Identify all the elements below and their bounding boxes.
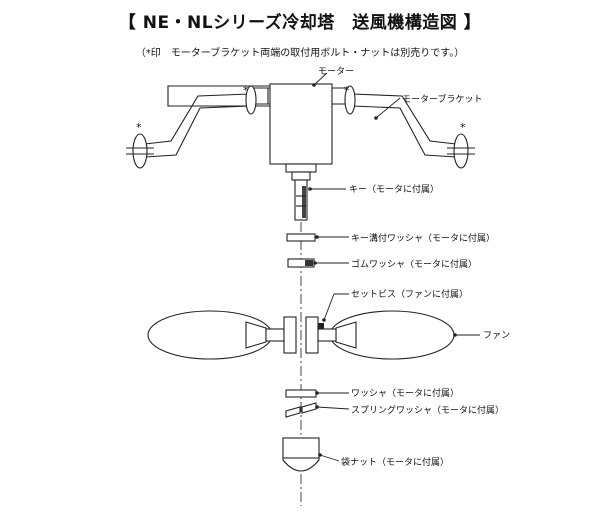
motor-bracket — [126, 85, 475, 169]
washer — [285, 389, 317, 398]
motor-shaft — [294, 179, 308, 221]
label-motor-bracket: モーターブラケット — [402, 93, 482, 105]
label-spring-washer: スプリングワッシャ（モータに付属） — [351, 404, 504, 416]
label-fan: ファン — [483, 331, 510, 341]
asterisk-right-inner: * — [344, 84, 350, 97]
label-key-washer: キー溝付ワッシャ（モータに付属） — [351, 232, 495, 244]
label-set-screw: セットビス（ファンに付属） — [351, 289, 468, 300]
cap-nut — [282, 437, 320, 472]
spring-washer — [285, 402, 317, 418]
asterisk-left-inner: * — [243, 84, 249, 97]
label-washer: ワッシャ（モータに付属） — [351, 388, 459, 399]
fan — [147, 310, 455, 360]
asterisk-right-outer: * — [460, 121, 466, 134]
rubber-washer — [287, 258, 315, 268]
asterisk-left-outer: * — [136, 121, 142, 134]
diagram-title: 【 NE・NLシリーズ冷却塔 送風機構造図 】 — [118, 13, 482, 33]
leader-lines — [309, 72, 480, 462]
label-motor: モーター — [318, 66, 354, 77]
label-cap-nut: 袋ナット（モータに付属） — [341, 456, 449, 468]
label-key: キー（モータに付属） — [349, 184, 439, 195]
motor — [269, 83, 333, 181]
label-rubber-washer: ゴムワッシャ（モータに付属） — [351, 258, 477, 270]
key-washer — [286, 233, 316, 242]
bolt-nut-note: （*印 モーターブラケット両端の取付用ボルト・ナットは別売りです。） — [135, 48, 465, 59]
